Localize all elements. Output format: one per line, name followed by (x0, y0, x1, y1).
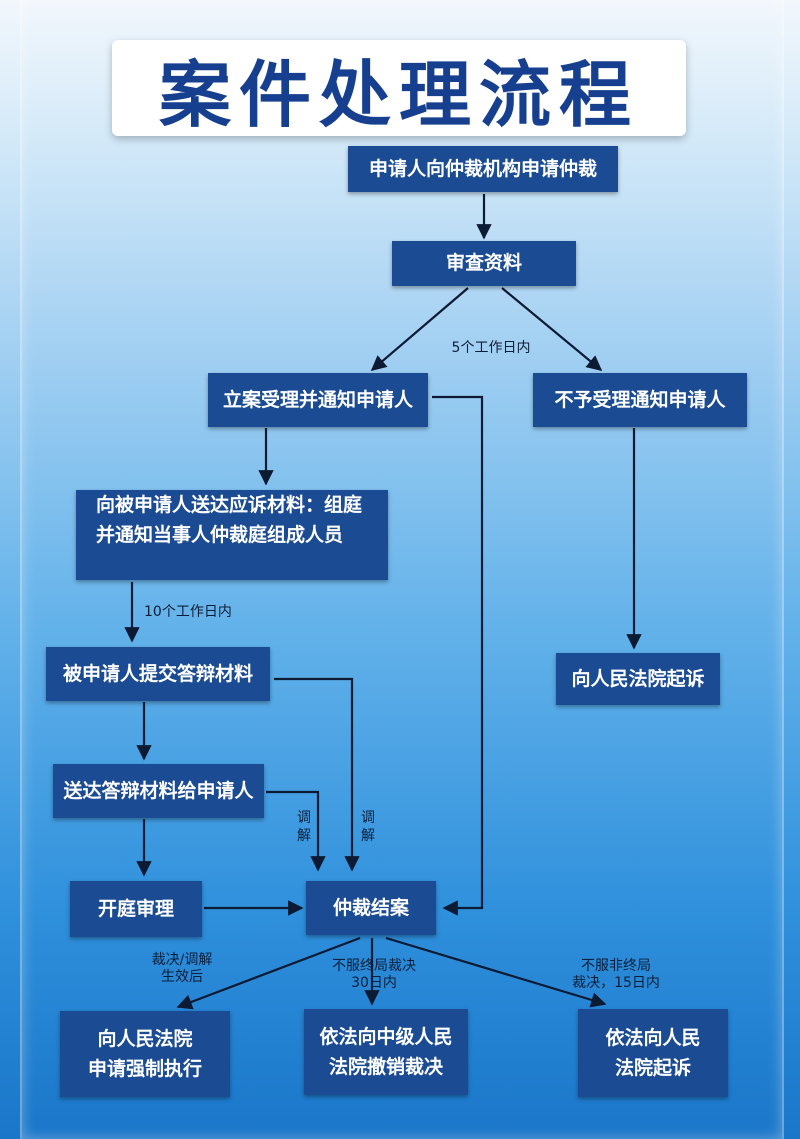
label-mediation-1: 调解 (297, 810, 311, 844)
node-lawsuit-line2: 法院起诉 (614, 1057, 691, 1079)
label-final: 不服终局裁决 30日内 (314, 958, 434, 992)
node-hearing: 开庭审理 (70, 881, 202, 937)
board-frame (20, 0, 784, 1139)
arrow-close-lawsuit (385, 936, 607, 1008)
node-revoke: 依法向中级人民 法院撤销裁决 (304, 1009, 468, 1095)
node-close-case: 仲裁结案 (306, 881, 436, 935)
node-revoke-line2: 法院撤销裁决 (328, 1056, 443, 1078)
node-apply: 申请人向仲裁机构申请仲裁 (348, 146, 618, 192)
label-nonfinal: 不服非终局 裁决，15日内 (556, 958, 676, 992)
arrow-review-accept (370, 287, 469, 372)
label-nonfinal-line2: 裁决，15日内 (572, 974, 660, 991)
node-submit-defense: 被申请人提交答辩材料 (46, 647, 270, 701)
node-enforce-line1: 向人民法院 (97, 1027, 193, 1050)
node-reject: 不予受理通知申请人 (533, 373, 747, 427)
node-revoke-line1: 依法向中级人民 (319, 1025, 453, 1048)
node-deliver-defense: 送达答辩材料给申请人 (53, 764, 264, 818)
node-accept: 立案受理并通知申请人 (208, 373, 428, 427)
node-serve-materials-line2: 并通知当事人仲裁庭组成人员 (96, 524, 344, 547)
label-nonfinal-line1: 不服非终局 (581, 958, 651, 974)
label-mediation-2: 调解 (361, 810, 375, 844)
label-effective-line2: 生效后 (161, 968, 203, 985)
node-review: 审查资料 (392, 241, 576, 286)
title-plate (112, 40, 686, 136)
label-ten-days: 10个工作日内 (144, 604, 232, 620)
node-serve-materials: 向被申请人送达应诉材料：组庭 并通知当事人仲裁庭组成人员 (76, 490, 388, 580)
arrow-deliver-close (266, 790, 326, 872)
arrow-accept-close (432, 395, 484, 916)
label-effective-line1: 裁决/调解 (151, 952, 213, 968)
node-serve-materials-line1: 向被申请人送达应诉材料：组庭 (96, 494, 363, 516)
page-title: 案件处理流程 (158, 52, 639, 137)
label-final-line2: 30日内 (351, 974, 397, 991)
arrow-close-enforce (176, 936, 361, 1010)
node-lawsuit-line1: 依法向人民 (605, 1026, 701, 1049)
label-effective: 裁决/调解 生效后 (132, 952, 232, 986)
arrow-submit-close (274, 677, 360, 872)
label-five-days: 5个工作日内 (451, 340, 531, 356)
node-enforce: 向人民法院 申请强制执行 (60, 1011, 230, 1097)
node-enforce-line2: 申请强制执行 (87, 1058, 202, 1080)
node-lawsuit: 依法向人民 法院起诉 (578, 1009, 728, 1097)
node-sue-court: 向人民法院起诉 (556, 653, 720, 705)
arrow-review-reject (501, 287, 603, 371)
label-final-line1: 不服终局裁决 (332, 958, 416, 974)
